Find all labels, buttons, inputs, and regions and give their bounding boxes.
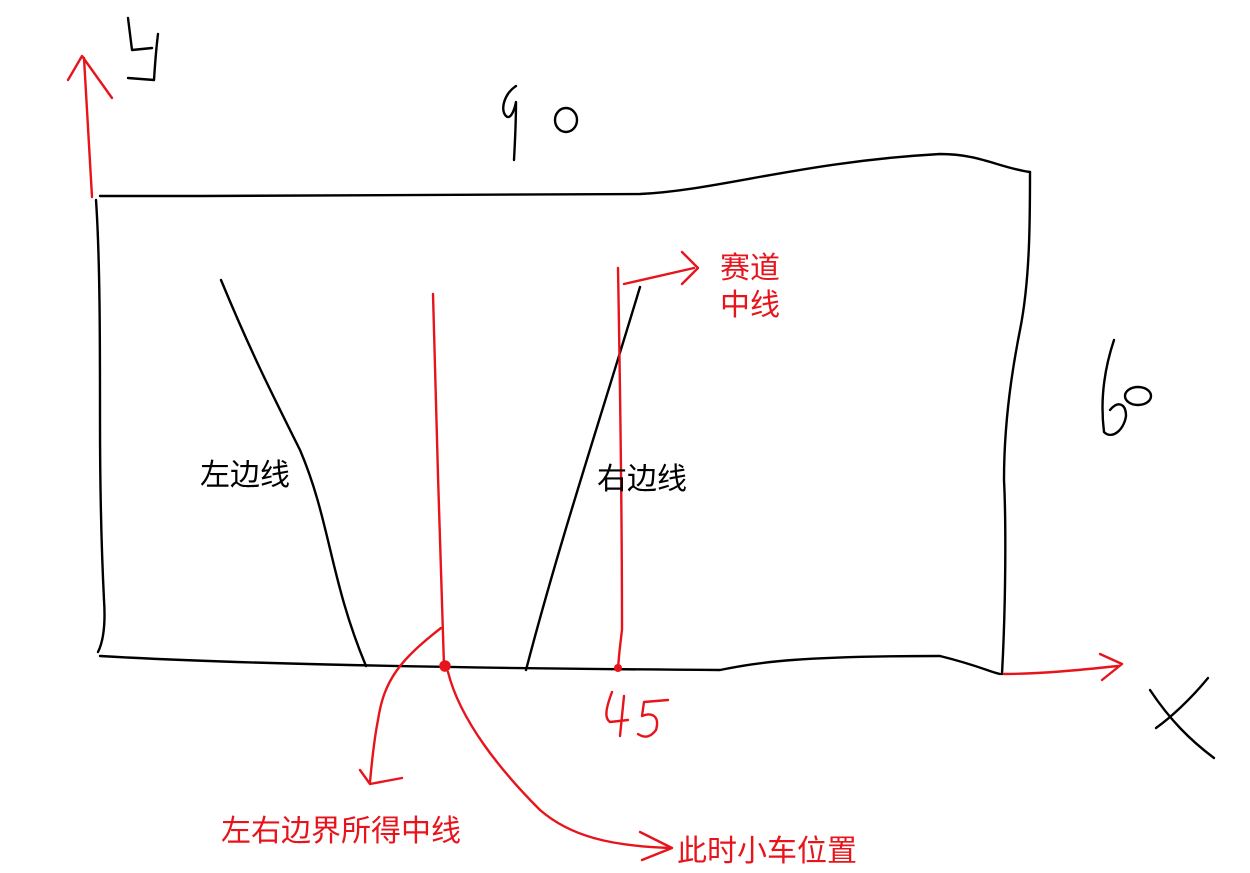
track-center-line-label-1: 赛道	[720, 251, 780, 286]
car-position-point	[439, 660, 451, 672]
track-center-line-pointer	[622, 266, 696, 286]
handwritten-bottom-mark-45	[605, 690, 670, 738]
right-boundary-label: 右边线	[597, 462, 687, 497]
car-position-pointer	[446, 670, 672, 850]
track-center-point	[614, 664, 622, 672]
y-axis-arrow	[66, 54, 114, 199]
track-center-line-label-2: 中线	[720, 288, 780, 323]
left-boundary-label: 左边线	[200, 458, 290, 493]
boundary-midline-label: 左右边界所得中线	[221, 814, 461, 849]
left-boundary-line	[219, 278, 368, 668]
x-axis-arrow	[1002, 652, 1124, 682]
car-position-label: 此时小车位置	[677, 834, 857, 869]
track-frame	[94, 152, 1032, 676]
track-center-line	[616, 266, 624, 670]
right-boundary-line	[524, 285, 642, 672]
handwritten-top-width-90	[502, 84, 579, 162]
boundary-midline-pointer	[368, 626, 443, 784]
handwritten-right-height-60	[1101, 338, 1153, 437]
handwritten-y-label	[126, 16, 160, 82]
handwritten-x-label	[1148, 676, 1216, 760]
boundary-midline	[431, 292, 446, 668]
